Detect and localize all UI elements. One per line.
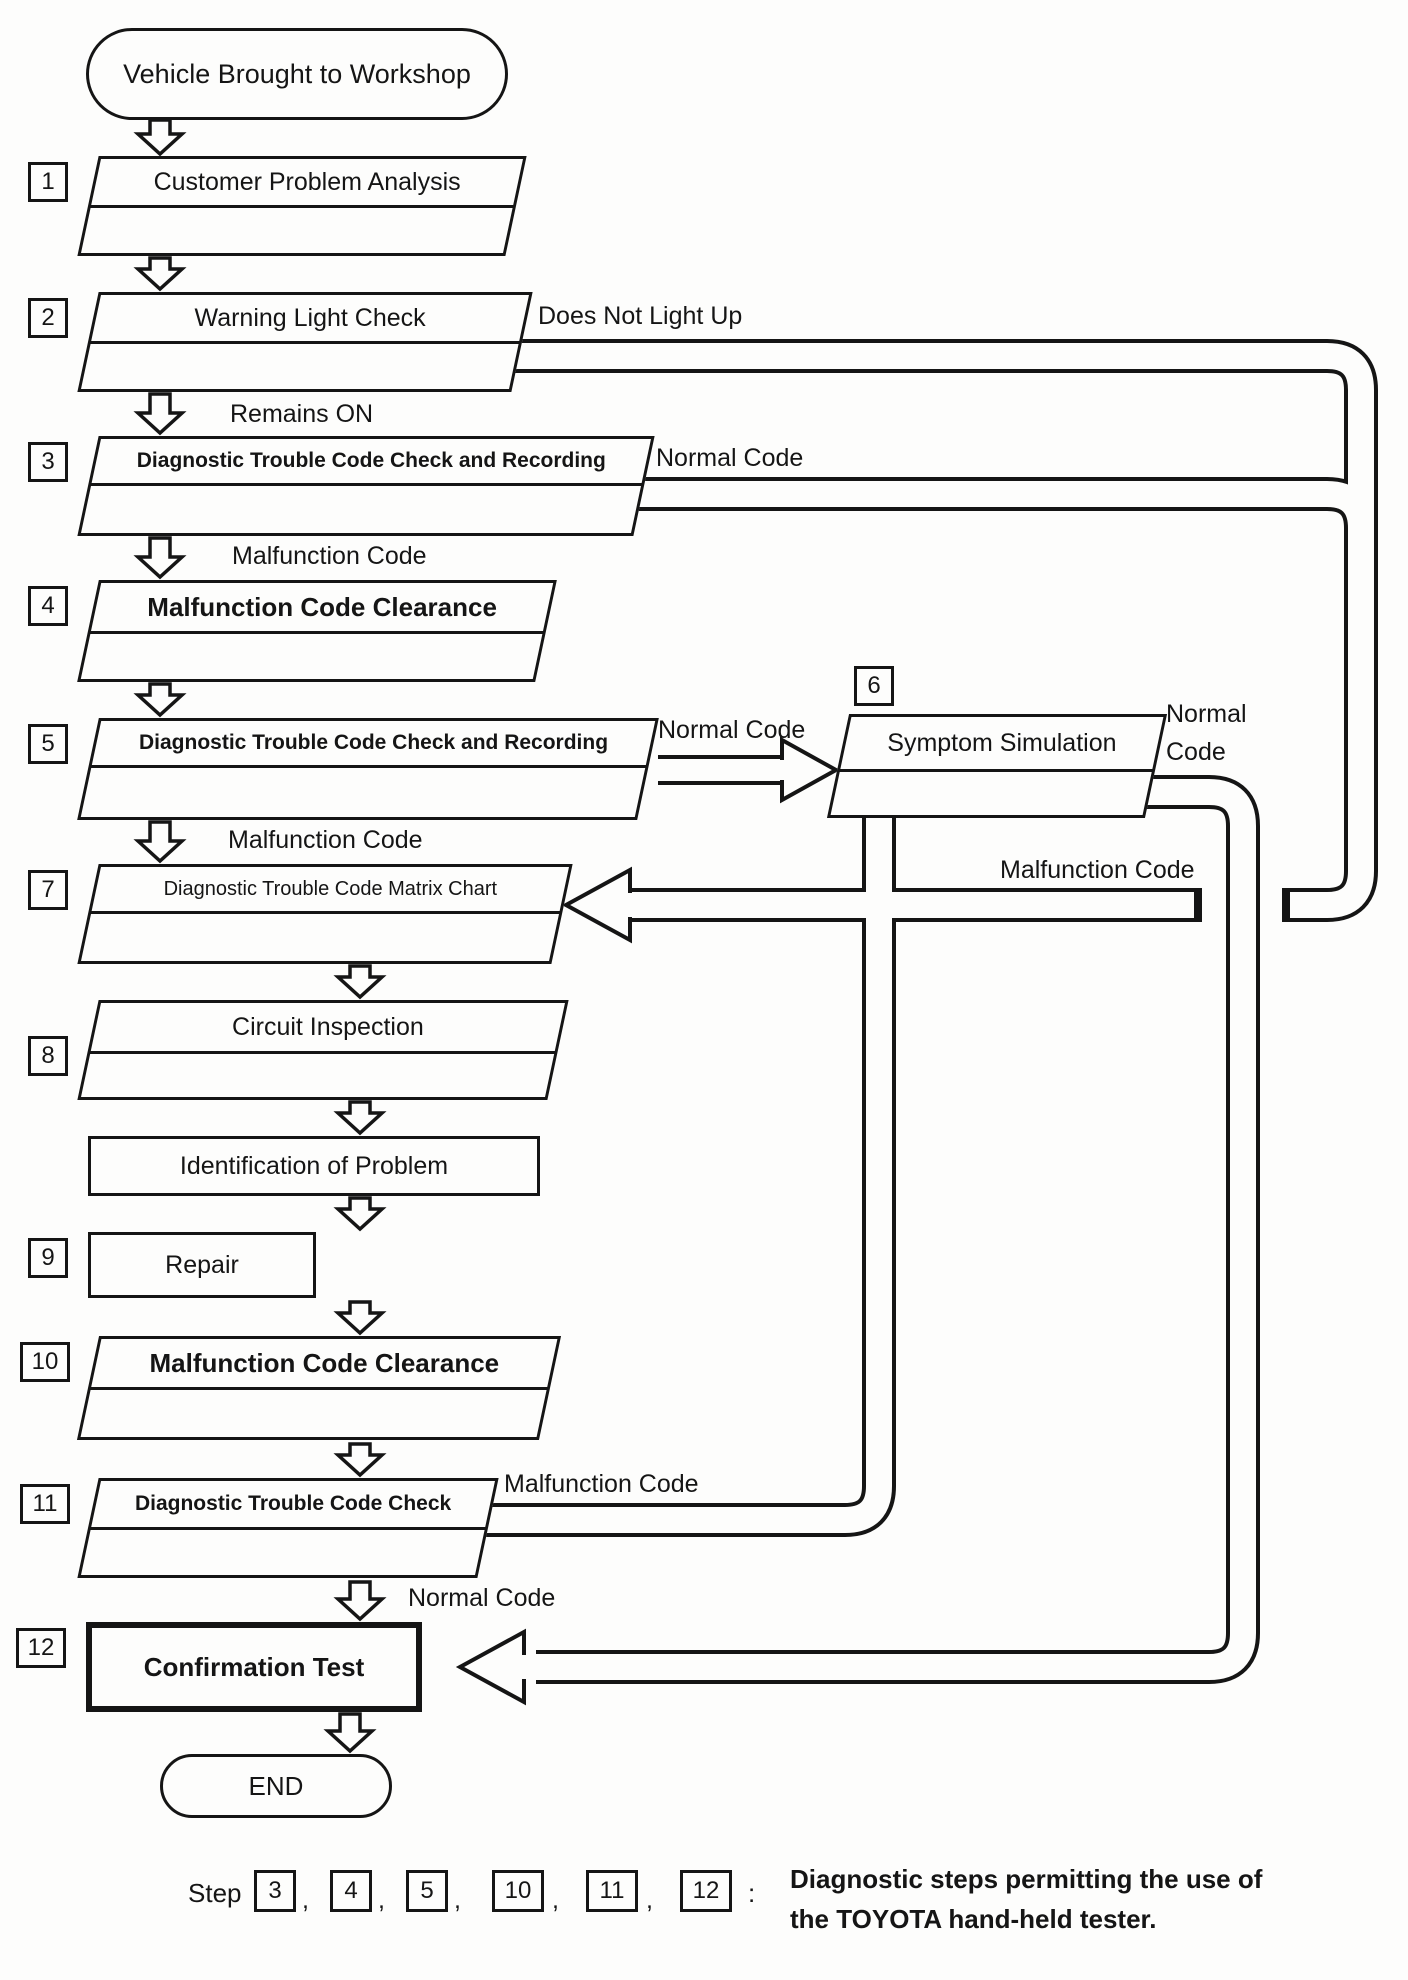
step-number-5: 5: [28, 724, 68, 764]
step-number-9: 9: [28, 1238, 68, 1278]
pipe-break-cap-left: [1194, 888, 1202, 922]
step-number-2: 2: [28, 298, 68, 338]
node-identification: Identification of Problem: [88, 1136, 540, 1196]
node-s3-label: Diagnostic Trouble Code Check and Record…: [136, 449, 606, 472]
step-number-10: 10: [20, 1342, 70, 1382]
node-end: END: [160, 1754, 392, 1818]
node-s4-label: Malfunction Code Clearance: [147, 591, 497, 622]
arrow-s5-s7: [133, 820, 187, 864]
step-number-8: 8: [28, 1036, 68, 1076]
arrow-s4-s5: [133, 682, 187, 718]
arrow-s1-s2: [133, 256, 187, 292]
node-s12-label: Confirmation Test: [143, 1651, 365, 1682]
node-s6-label: Symptom Simulation: [887, 728, 1117, 757]
node-start: Vehicle Brought to Workshop: [86, 28, 508, 120]
arrow-s7-s8: [333, 964, 387, 1000]
node-s1: Customer Problem Analysis: [77, 156, 527, 256]
arrow-s10-s11: [333, 1442, 387, 1478]
node-s2: Warning Light Check: [77, 292, 533, 392]
edge-normal-code-s3-pipe: [628, 477, 1378, 620]
arrowhead-into-s7: [561, 866, 632, 944]
node-s9-label: Repair: [165, 1250, 239, 1279]
step-number-1: 1: [28, 162, 68, 202]
arrow-s5-to-s6: [658, 736, 841, 804]
step-number-11: 11: [20, 1484, 70, 1524]
node-s4: Malfunction Code Clearance: [77, 580, 557, 682]
edge-label-normal-code-s5: Normal Code: [658, 716, 806, 744]
legend-step-4: 4: [330, 1870, 372, 1912]
node-s11-label: Diagnostic Trouble Code Check: [134, 1492, 452, 1515]
arrow-start-s1: [133, 118, 187, 157]
legend-step-word: Step: [188, 1878, 242, 1908]
arrow-s8-id: [333, 1100, 387, 1136]
node-end-label: END: [248, 1770, 304, 1801]
node-s10-label: Malfunction Code Clearance: [149, 1347, 500, 1378]
legend-comma-1: ,: [302, 1886, 309, 1914]
edge-label-malfunction-code-s11: Malfunction Code: [504, 1470, 699, 1498]
legend-text-line2: the TOYOTA hand-held tester.: [790, 1904, 1157, 1934]
edge-label-normal-code-s11: Normal Code: [408, 1584, 556, 1612]
legend-step-11: 11: [586, 1870, 638, 1912]
node-s3: Diagnostic Trouble Code Check and Record…: [77, 436, 655, 536]
arrow-s3-s4: [133, 536, 187, 580]
edge-label-malfunction-code-s6: Malfunction Code: [1000, 856, 1195, 884]
step-number-7: 7: [28, 870, 68, 910]
edge-label-does-not-light-up: Does Not Light Up: [538, 302, 743, 330]
step-number-6: 6: [854, 666, 894, 706]
node-s11: Diagnostic Trouble Code Check: [77, 1478, 499, 1578]
legend-comma-4: ,: [552, 1886, 559, 1914]
edge-label-normal-code-s6-line2: Code: [1166, 738, 1226, 766]
arrow-s2-s3: [133, 392, 187, 436]
legend-step-3: 3: [254, 1870, 296, 1912]
legend-comma-5: ,: [646, 1886, 653, 1914]
edge-label-malfunction-code-s5: Malfunction Code: [228, 826, 423, 854]
node-start-label: Vehicle Brought to Workshop: [123, 58, 471, 89]
edge-label-normal-code-s3: Normal Code: [656, 444, 804, 472]
node-s6: Symptom Simulation: [826, 714, 1168, 818]
step-number-3: 3: [28, 442, 68, 482]
arrowhead-into-s12: [455, 1628, 526, 1706]
step-number-12: 12: [16, 1628, 66, 1668]
node-identification-label: Identification of Problem: [179, 1151, 449, 1180]
legend-step-10: 10: [492, 1870, 544, 1912]
legend-comma-2: ,: [378, 1886, 385, 1914]
legend-step-5: 5: [406, 1870, 448, 1912]
arrow-s9-s10: [333, 1300, 387, 1336]
edge-label-malfunction-code-s3: Malfunction Code: [232, 542, 427, 570]
pipe-break-cap-right: [1282, 888, 1290, 922]
legend-step-12: 12: [680, 1870, 732, 1912]
node-s7: Diagnostic Trouble Code Matrix Chart: [77, 864, 573, 964]
arrow-s11-s12: [333, 1580, 387, 1622]
edge-label-remains-on: Remains ON: [230, 400, 374, 428]
node-s7-label: Diagnostic Trouble Code Matrix Chart: [163, 877, 498, 900]
step-number-4: 4: [28, 586, 68, 626]
node-s12: Confirmation Test: [86, 1622, 422, 1712]
legend-text-line1: Diagnostic steps permitting the use of: [790, 1864, 1263, 1894]
node-s5: Diagnostic Trouble Code Check and Record…: [77, 718, 659, 820]
node-s5-label: Diagnostic Trouble Code Check and Record…: [138, 731, 609, 754]
node-s8: Circuit Inspection: [77, 1000, 569, 1100]
node-s8-label: Circuit Inspection: [232, 1012, 424, 1041]
node-s1-label: Customer Problem Analysis: [153, 167, 461, 196]
legend-colon: :: [748, 1878, 756, 1908]
arrow-s12-end: [323, 1712, 377, 1754]
node-s9: Repair: [88, 1232, 316, 1298]
node-s10: Malfunction Code Clearance: [76, 1336, 562, 1440]
legend-comma-3: ,: [454, 1886, 461, 1914]
edge-label-normal-code-s6-line1: Normal: [1166, 700, 1247, 728]
node-s2-label: Warning Light Check: [194, 303, 426, 332]
arrow-id-s9: [333, 1196, 387, 1232]
